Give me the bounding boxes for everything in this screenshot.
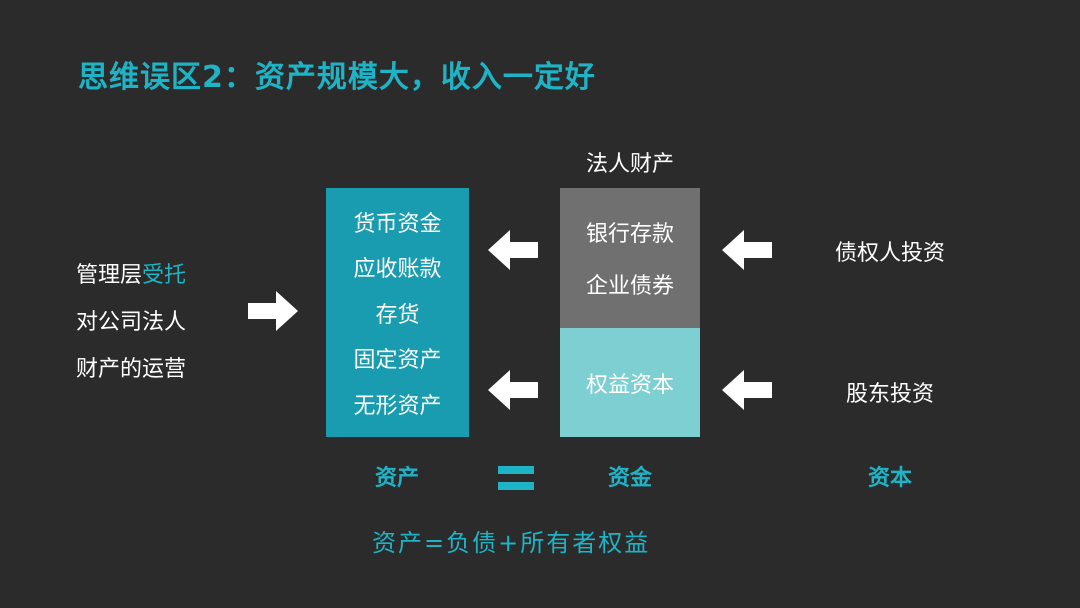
assets-label: 资产 <box>374 466 419 491</box>
management-line-1-highlight: 受托 <box>142 263 187 288</box>
management-line-1: 管理层受托 <box>76 252 186 299</box>
creditor-investment-label: 债权人投资 <box>834 241 945 266</box>
asset-item: 固定资产 <box>353 348 442 373</box>
management-line-3: 财产的运营 <box>76 357 187 382</box>
right-arrow-icon <box>248 291 298 331</box>
left-arrow-icon <box>488 230 538 270</box>
equity-label: 权益资本 <box>585 372 674 398</box>
funds-label: 资金 <box>607 466 652 491</box>
management-description: 管理层受托 对公司法人 财产的运营 <box>76 252 186 393</box>
debt-item: 银行存款 <box>585 222 674 247</box>
equals-icon <box>498 464 534 492</box>
legal-property-label: 法人财产 <box>585 152 674 177</box>
left-arrow-icon <box>722 370 772 410</box>
management-line-1-a: 管理层 <box>76 263 143 288</box>
assets-box: 货币资金 应收账款 存货 固定资产 无形资产 <box>326 188 469 437</box>
asset-item: 应收账款 <box>353 257 442 282</box>
management-line-2: 对公司法人 <box>76 310 187 335</box>
debt-item: 企业债券 <box>585 274 674 299</box>
asset-item: 无形资产 <box>353 393 442 419</box>
debt-box: 银行存款 企业债券 <box>560 188 700 328</box>
left-arrow-icon <box>488 370 538 410</box>
shareholder-investment-label: 股东投资 <box>845 382 934 407</box>
left-arrow-icon <box>722 230 772 270</box>
accounting-formula: 资产=负债+所有者权益 <box>372 529 651 557</box>
equity-box: 权益资本 <box>560 328 700 437</box>
slide-title: 思维误区2：资产规模大，收入一定好 <box>78 60 596 95</box>
capital-label: 资本 <box>867 466 912 491</box>
asset-item: 货币资金 <box>353 211 442 237</box>
asset-item: 存货 <box>375 302 420 328</box>
